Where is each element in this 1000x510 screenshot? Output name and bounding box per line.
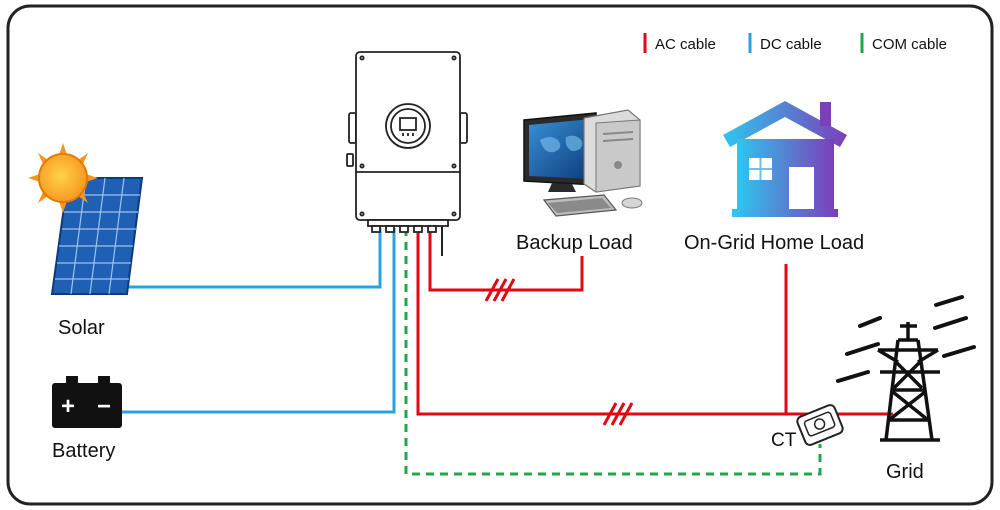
current-transformer-icon bbox=[796, 404, 844, 446]
com-cable bbox=[404, 228, 822, 476]
sun-icon bbox=[28, 143, 98, 213]
solar-dc-cable bbox=[125, 228, 382, 289]
backup-load-label: Backup Load bbox=[516, 232, 633, 254]
ct-label: CT bbox=[771, 430, 797, 451]
ac-cables bbox=[416, 228, 893, 426]
home-load-label: On-Grid Home Load bbox=[684, 232, 864, 254]
battery-dc-cable bbox=[122, 228, 396, 414]
dc-cables bbox=[122, 228, 396, 414]
backup-cable-hash-marks bbox=[484, 278, 516, 302]
solar-label: Solar bbox=[58, 317, 105, 339]
legend: AC cable DC cable COM cable bbox=[643, 33, 947, 53]
battery-positive-sign: + bbox=[61, 393, 75, 420]
battery-negative-sign: − bbox=[97, 393, 111, 420]
grid-label: Grid bbox=[886, 461, 924, 483]
grid-ac-cable bbox=[416, 228, 893, 416]
diagram-frame bbox=[6, 4, 994, 506]
battery-icon: + − bbox=[52, 376, 122, 428]
transmission-tower-icon bbox=[836, 295, 976, 442]
grid-cable-hash-marks bbox=[602, 402, 634, 426]
hybrid-inverter-icon bbox=[346, 51, 468, 256]
desktop-computer-icon bbox=[523, 109, 643, 217]
backup-ac-cable bbox=[428, 228, 584, 292]
legend-dc-label: DC cable bbox=[760, 36, 822, 53]
legend-ac-label: AC cable bbox=[655, 36, 716, 53]
battery-label: Battery bbox=[52, 440, 115, 462]
house-icon bbox=[723, 101, 847, 217]
legend-com-label: COM cable bbox=[872, 36, 947, 53]
